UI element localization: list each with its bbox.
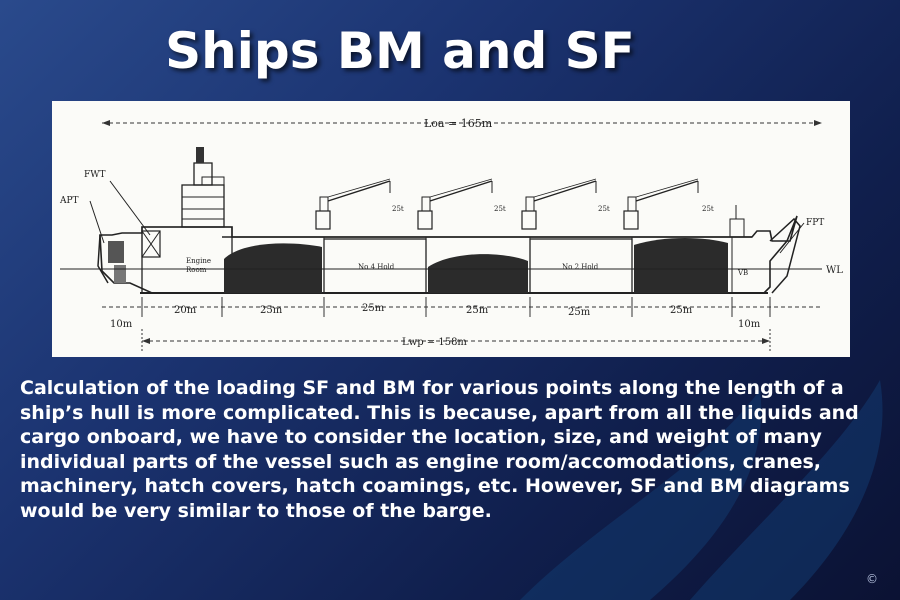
copyright-mark: © bbox=[866, 572, 878, 586]
room-label: Room bbox=[186, 266, 207, 274]
crane-1-capacity: 25t bbox=[392, 205, 404, 213]
loa-label: Loa = 165m bbox=[424, 117, 493, 130]
segment-8: 10m bbox=[738, 319, 761, 330]
crane-3 bbox=[521, 178, 597, 230]
segment-5: 25m bbox=[466, 305, 489, 316]
ship-diagram: Loa = 165m Engine Room No 4 Hold bbox=[52, 101, 850, 357]
segment-4: 25m bbox=[362, 303, 385, 314]
crane-1 bbox=[315, 178, 391, 230]
slide-body-text: Calculation of the loading SF and BM for… bbox=[20, 377, 859, 522]
segment-3: 25m bbox=[260, 305, 283, 316]
crane-2 bbox=[417, 178, 493, 230]
wl-label: WL bbox=[826, 265, 843, 276]
segment-1: 10m bbox=[110, 319, 133, 330]
crane-2-capacity: 25t bbox=[494, 205, 506, 213]
fwt-label: FWT bbox=[84, 170, 106, 180]
lwp-label: Lwp = 158m bbox=[402, 337, 467, 348]
segment-2: 20m bbox=[174, 305, 197, 316]
hold-2-label: No 2 Hold bbox=[562, 263, 599, 271]
crane-3-capacity: 25t bbox=[598, 205, 610, 213]
hold-4-label: No 4 Hold bbox=[358, 263, 395, 271]
segment-7: 25m bbox=[670, 305, 693, 316]
crane-4-capacity: 25t bbox=[702, 205, 714, 213]
segment-6: 25m bbox=[568, 307, 591, 318]
slide-title: Ships BM and SF bbox=[165, 22, 635, 80]
crane-4 bbox=[623, 178, 699, 230]
apt-label: APT bbox=[59, 196, 79, 206]
fpt-label: FPT bbox=[806, 218, 824, 228]
engine-label: Engine bbox=[186, 257, 211, 265]
ship-profile-drawing: Loa = 165m Engine Room No 4 Hold bbox=[59, 117, 843, 353]
vb-label: VB bbox=[737, 269, 748, 277]
